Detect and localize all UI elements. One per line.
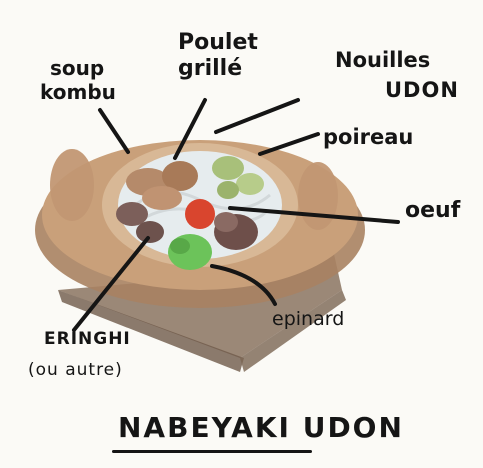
arrow-noodles <box>216 100 298 132</box>
label-eringhi: ERINGHI <box>44 331 131 348</box>
arrow-leek <box>260 134 318 154</box>
label-nouilles: Nouilles <box>335 50 430 71</box>
dish-title: NABEYAKI UDON <box>118 414 404 442</box>
label-epinard: epinard <box>272 310 344 329</box>
pot-right-handle <box>298 162 338 230</box>
label-udon: UDON <box>385 80 459 101</box>
spinach <box>168 234 212 270</box>
label-grille: grillé <box>178 58 242 80</box>
label-soup: soup <box>50 58 104 78</box>
pot-left-handle <box>50 149 94 221</box>
label-oeuf: oeuf <box>405 200 460 222</box>
label-kombu: kombu <box>40 82 116 102</box>
label-ou-autre: (ou autre) <box>28 362 123 379</box>
egg <box>185 199 215 229</box>
title-underline <box>112 450 312 453</box>
arrow-soup <box>100 110 128 152</box>
label-poulet: Poulet <box>178 32 258 54</box>
label-poireau: poireau <box>323 127 413 148</box>
